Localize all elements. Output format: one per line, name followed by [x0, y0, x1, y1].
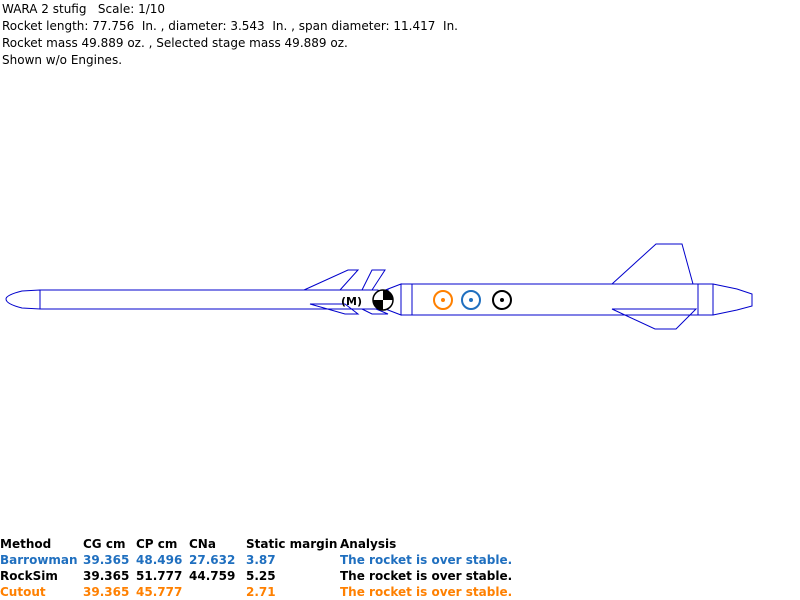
cp-cell: 48.496: [136, 553, 183, 567]
cg-cell: 39.365: [83, 569, 130, 583]
static-margin-cell: 5.25: [246, 569, 276, 583]
cna-cell: 27.632: [189, 553, 236, 567]
rocket-outline: [5, 243, 753, 330]
upper-nose-cone: [5, 289, 41, 310]
upper-fin-bottom-1: [309, 303, 360, 315]
method-cell: Barrowman: [0, 553, 78, 567]
motor-marker: (M): [341, 295, 362, 308]
upper-fin-bottom-2: [361, 308, 389, 315]
static-margin-cell: 2.71: [246, 585, 276, 599]
header-cp: CP cm: [136, 537, 178, 551]
booster-body-tube: [400, 283, 714, 316]
booster-fin-top: [611, 243, 694, 285]
analysis-cell: The rocket is over stable.: [340, 553, 513, 567]
header-cg: CG cm: [83, 537, 126, 551]
static-margin-cell: 3.87: [246, 553, 276, 567]
analysis-cell: The rocket is over stable.: [340, 585, 513, 599]
cna-cell: 44.759: [189, 569, 236, 583]
engines-note-line: Shown w/o Engines.: [2, 53, 123, 67]
rocket-info-header: WARA 2 stufig Scale: 1/10 Rocket length:…: [2, 1, 458, 69]
cg-cell: 39.365: [83, 585, 130, 599]
header-cna: CNa: [189, 537, 216, 551]
method-cell: RockSim: [0, 569, 58, 583]
method-cell: Cutout: [0, 585, 46, 599]
cg-quartered-circle-icon: [372, 289, 394, 311]
cp-marker-cutout-icon: [433, 290, 453, 310]
booster-tail-cone: [712, 283, 753, 316]
rocket-dimensions-line: Rocket length: 77.756 In. , diameter: 3.…: [2, 19, 458, 33]
cg-cell: 39.365: [83, 553, 130, 567]
upper-fin-top-2: [361, 269, 386, 291]
upper-fin-top-1: [303, 269, 360, 291]
header-static-margin: Static margin: [246, 537, 338, 551]
cp-cell: 45.777: [136, 585, 183, 599]
cp-marker-barrowman-icon: [461, 290, 481, 310]
header-analysis: Analysis: [340, 537, 397, 551]
header-method: Method: [0, 537, 52, 551]
cp-marker-rocksim-icon: [492, 290, 512, 310]
title-scale-line: WARA 2 stufig Scale: 1/10: [2, 2, 166, 16]
analysis-cell: The rocket is over stable.: [340, 569, 513, 583]
cp-cell: 51.777: [136, 569, 183, 583]
booster-fin-bottom: [611, 308, 698, 330]
rocket-mass-line: Rocket mass 49.889 oz. , Selected stage …: [2, 36, 348, 50]
upper-body-tube: [39, 289, 379, 310]
